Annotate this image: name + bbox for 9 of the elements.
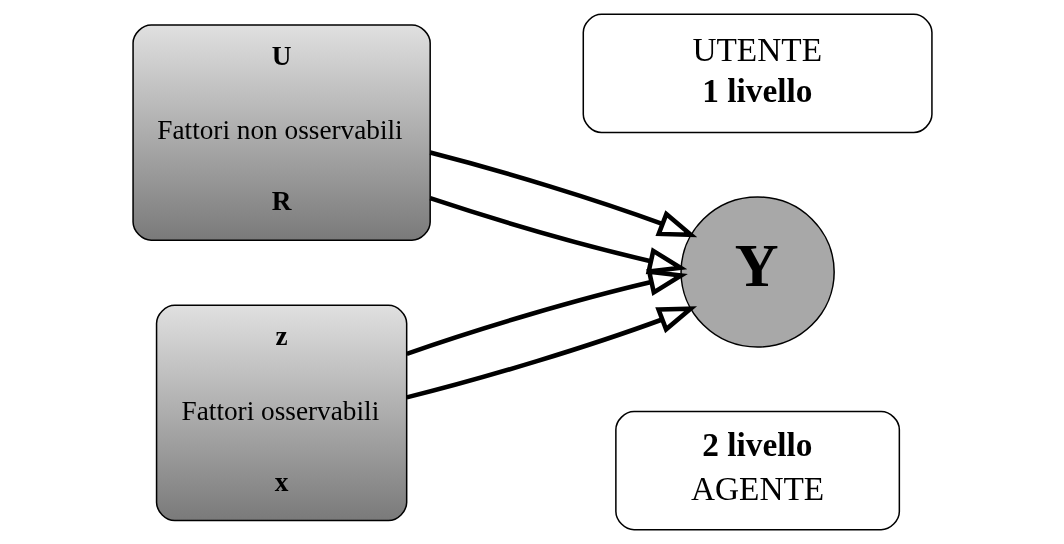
node-circle: Y <box>679 196 835 348</box>
node-box: UTENTE 1 livello <box>582 13 933 134</box>
arrow <box>405 269 688 356</box>
node-box: 2 livello AGENTE <box>614 410 900 531</box>
node-box: z Fattori osservabili x <box>155 304 407 522</box>
node-box: U Fattori non osservabili R <box>131 24 431 241</box>
arrow <box>405 306 697 400</box>
arrow <box>429 150 697 238</box>
arrow <box>429 196 687 275</box>
